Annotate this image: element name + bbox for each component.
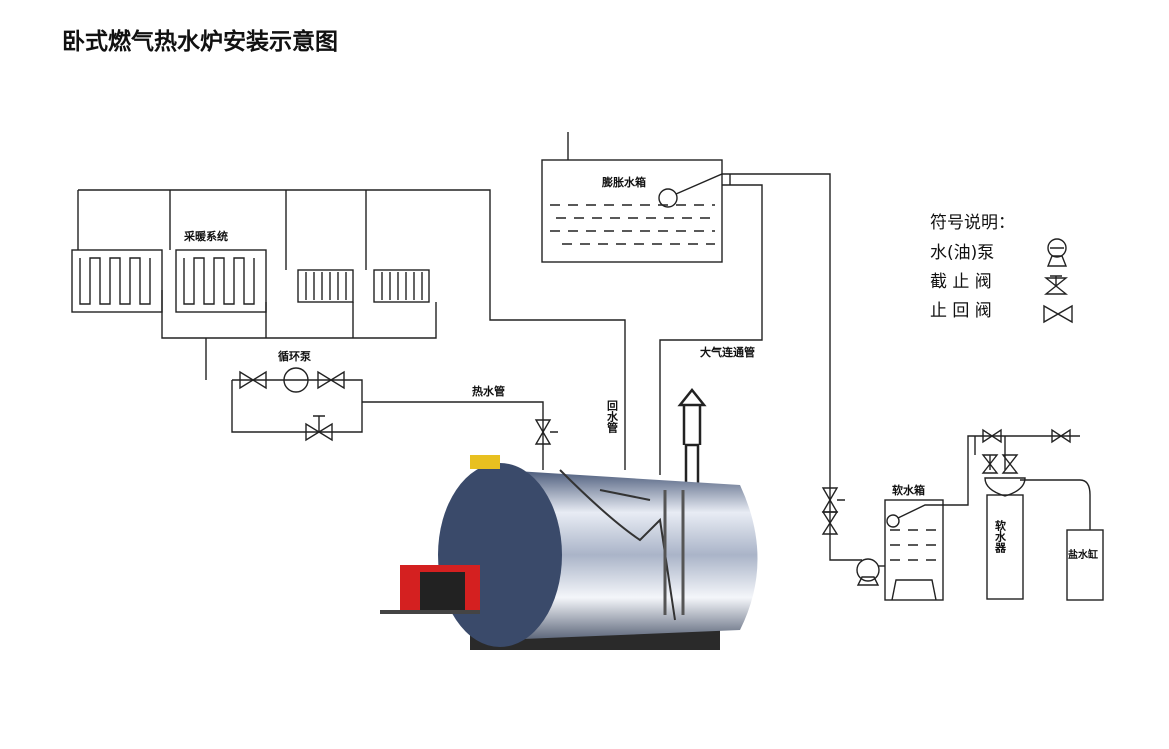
check-valve-icon [821, 511, 839, 535]
radiator-2 [175, 249, 267, 313]
legend: 符号说明： 水(油)泵 截 止 阀 止 回 阀 [930, 213, 1073, 324]
heating-system-label: 采暖系统 [183, 229, 228, 243]
vent-pipe-label: 大气连通管 [700, 345, 755, 359]
radiator-3 [297, 269, 354, 303]
globe-valve-icon [239, 370, 267, 390]
return-pipe-label: 回水管 [606, 399, 619, 434]
legend-label-globe-valve: 截 止 阀 [930, 272, 992, 292]
soft-water-system: 软水箱 软水器 盐水缸 [856, 428, 1104, 601]
globe-valve-icon [821, 487, 845, 513]
diagram-title: 卧式燃气热水炉安装示意图 [62, 29, 338, 55]
expansion-tank: 膨胀水箱 大气连通管 [541, 132, 862, 561]
chimney [677, 387, 707, 492]
expansion-tank-label: 膨胀水箱 [601, 175, 646, 189]
water-softener [986, 494, 1024, 600]
radiator-4 [373, 269, 430, 303]
globe-valve-icon [534, 419, 558, 445]
hot-water-pipe-label: 热水管 [472, 384, 505, 398]
pump-icon [283, 367, 309, 393]
pump-icon [1046, 238, 1068, 267]
pump-icon [856, 558, 880, 582]
legend-label-pump: 水(油)泵 [930, 243, 994, 263]
brine-tank-label: 盐水缸 [1068, 548, 1098, 561]
circulation-pump-label: 循环泵 [278, 349, 311, 363]
check-valve-icon [1043, 304, 1073, 324]
globe-valve-icon [305, 415, 333, 442]
softener-label: 软水器 [994, 519, 1008, 554]
soft-water-tank [884, 499, 944, 601]
heating-system: 采暖系统 循环泵 热水管 [71, 189, 626, 470]
brine-tank [1066, 529, 1104, 601]
boiler [380, 455, 758, 650]
radiator-1 [71, 249, 163, 313]
legend-label-check-valve: 止 回 阀 [930, 301, 992, 321]
soft-water-tank-label: 软水箱 [892, 483, 925, 497]
globe-valve-icon [1044, 275, 1068, 295]
check-valve-icon [317, 370, 345, 390]
legend-title: 符号说明： [930, 213, 1015, 233]
